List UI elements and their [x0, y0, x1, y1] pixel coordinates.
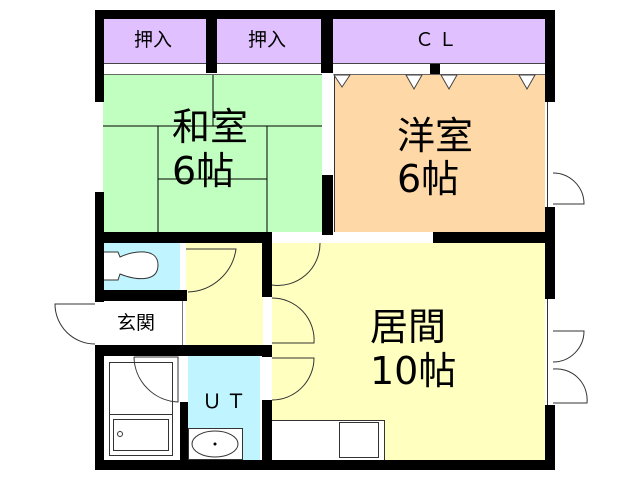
wall-left-3 — [95, 345, 104, 470]
youshitsu-name: 洋室 — [397, 114, 474, 158]
room-hallway — [186, 243, 263, 346]
closet-oshiire-2 — [217, 18, 321, 64]
kitchen-counter — [272, 420, 385, 460]
wall-closet-div-1 — [206, 10, 217, 73]
bathtub-divider — [109, 414, 173, 415]
wall-right-1 — [545, 10, 555, 102]
living-size: 10帖 — [370, 349, 457, 393]
closet-label-1: 押入 — [134, 29, 173, 51]
wall-closet-div-2 — [321, 10, 333, 73]
wall-left-2 — [95, 192, 104, 302]
cl-post — [430, 64, 440, 74]
toilet-bowl — [102, 251, 159, 281]
wall-right-3 — [545, 405, 555, 470]
closet-cl — [333, 18, 545, 64]
wall-right-2 — [545, 207, 555, 299]
closet-oshiire-1 — [103, 18, 206, 64]
closet-label-cl: ＣＬ — [415, 29, 462, 51]
wall-mid-horizontal-1 — [95, 232, 270, 243]
bathtub — [109, 362, 173, 456]
room-youshitsu — [334, 74, 545, 232]
living-name: 居間 — [370, 305, 447, 349]
window-left — [97, 102, 103, 192]
wall-mid-horizontal-2 — [433, 232, 555, 243]
window-right-2 — [547, 299, 553, 405]
tatami-lines — [103, 75, 322, 232]
youshitsu-door-opening — [333, 233, 433, 242]
washitsu-size: 6帖 — [172, 149, 235, 193]
wall-toilet-bottom — [95, 290, 187, 301]
wall-bottom — [95, 460, 555, 470]
kitchen-sink — [339, 422, 379, 458]
bathtub-basin — [113, 419, 169, 451]
wall-left-1 — [95, 10, 104, 102]
washitsu-name: 和室 — [172, 105, 249, 149]
wall-entrance-bottom — [95, 345, 272, 356]
closet-label-2: 押入 — [248, 29, 287, 51]
utility-label: ＵＴ — [202, 389, 250, 413]
youshitsu-size: 6帖 — [397, 157, 460, 201]
window-right-1 — [547, 102, 553, 207]
wall-ut-living — [262, 400, 272, 470]
closet-door-triangles — [333, 74, 536, 91]
entrance-label: 玄関 — [117, 312, 156, 334]
toilet-gap — [180, 243, 186, 290]
room-entrance — [103, 301, 183, 346]
wall-hall-living — [262, 232, 272, 297]
wall-bath-ut — [180, 402, 188, 470]
wall-washitsu-youshitsu — [322, 175, 333, 235]
